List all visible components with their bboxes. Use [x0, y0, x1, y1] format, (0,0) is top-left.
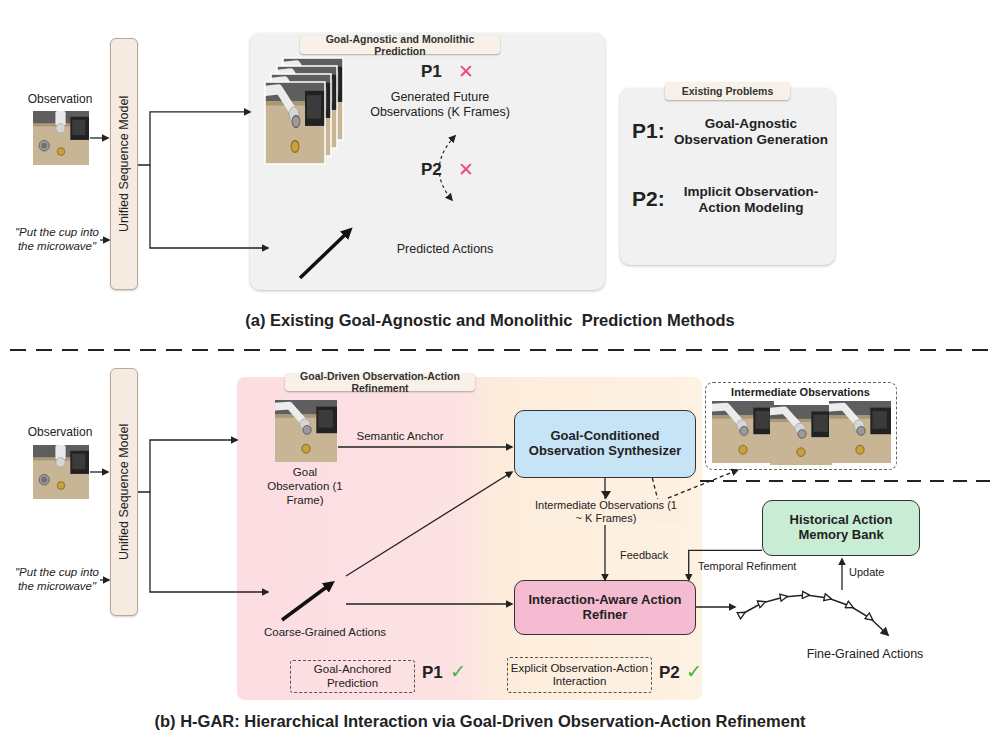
- node-title: Goal-Agnostic and Monolithic Prediction: [300, 36, 500, 54]
- node-text: P1:: [632, 116, 676, 146]
- node-title: Goal-Anchored Prediction: [291, 661, 414, 692]
- input-arrow: [90, 471, 108, 472]
- node-title: Existing Problems: [665, 82, 790, 100]
- image-group: Intermediate Observations: [705, 382, 897, 470]
- sub-caption: (a) Existing Goal-Agnostic and Monolithi…: [100, 311, 880, 331]
- frame-image: [271, 74, 331, 156]
- action-to-refiner: [346, 603, 512, 604]
- anchor-arrow: [338, 446, 512, 447]
- node-text: P2:: [632, 184, 676, 214]
- future-frame: [271, 74, 331, 156]
- connector-arrow: [604, 478, 605, 580]
- action-arrow: [282, 583, 332, 620]
- action-to-synthesizer: [346, 472, 512, 576]
- future-frame: [265, 82, 325, 164]
- branch-arrow: [150, 165, 268, 248]
- node-text: Goal-Agnostic Observation Generation: [672, 112, 830, 152]
- node-title: Explicit Observation-Action Interaction: [508, 658, 651, 692]
- goal-observation-image: [275, 400, 337, 462]
- frame-image: [277, 66, 337, 148]
- sub-caption: (b) H-GAR: Hierarchical Interaction via …: [80, 712, 880, 732]
- intermediate-frame: [829, 401, 891, 463]
- action-arrow: [300, 230, 350, 278]
- action-trajectory: [742, 595, 888, 635]
- observation-image: [33, 445, 89, 499]
- node-title: Goal-Driven Observation-Action Refinemen…: [285, 373, 475, 391]
- connector-arrow: [652, 470, 737, 502]
- method-panel: Goal-Driven Observation-Action Refinemen…: [237, 377, 702, 700]
- frame-border: [265, 82, 325, 164]
- intermediate-frame: [770, 405, 832, 465]
- memory-box: Historical Action Memory Bank: [762, 500, 920, 556]
- model-box: Unified Sequence Model: [110, 368, 138, 616]
- input-arrow: [100, 239, 109, 240]
- future-frame: [283, 58, 343, 140]
- node-title: Intermediate Observations: [706, 384, 895, 400]
- frame-border: [283, 58, 343, 140]
- frame-border: [271, 74, 331, 156]
- input-label: Observation: [20, 425, 100, 439]
- frame-border: [277, 66, 337, 148]
- process-box: Goal-Conditioned Observation Synthesizer: [514, 410, 696, 478]
- separator-line: [700, 480, 990, 482]
- frame-image: [265, 82, 325, 164]
- note-box: Goal-Anchored Prediction: [290, 660, 415, 693]
- prompt-text: "Put the cup into the microwave": [10, 226, 104, 254]
- node-title: Unified Sequence Model: [111, 369, 137, 615]
- connector-arrow: [689, 550, 762, 580]
- dashed-double-arrow: [439, 136, 455, 200]
- method-panel: Goal-Agnostic and Monolithic Prediction: [250, 33, 605, 290]
- note-box: Explicit Observation-Action Interaction: [507, 657, 652, 693]
- edge-label: Temporal Refinment: [698, 560, 828, 573]
- observation-image: [33, 111, 89, 165]
- frame-image: [283, 58, 343, 140]
- future-frame: [277, 66, 337, 148]
- arrow-head: [601, 491, 611, 499]
- prompt-text: "Put the cup into the microwave": [10, 566, 104, 594]
- node-text: Implicit Observation-Action Modeling: [672, 180, 830, 220]
- input-label: Observation: [20, 92, 100, 106]
- connector-arrow: [138, 112, 250, 165]
- connector-arrow: [138, 440, 237, 492]
- node-title: Goal-Conditioned Observation Synthesizer: [515, 411, 695, 477]
- arrow-label: Update: [849, 566, 884, 579]
- input-arrow: [90, 137, 108, 138]
- intermediate-frame: [712, 401, 774, 463]
- output-label: Fine-Grained Actions: [790, 647, 940, 662]
- node-title: Unified Sequence Model: [111, 39, 137, 289]
- node-title: Historical Action Memory Bank: [763, 501, 919, 555]
- output-arrow: [696, 606, 735, 607]
- model-box: Unified Sequence Model: [110, 38, 138, 290]
- branch-arrow: [150, 492, 268, 592]
- separator-line: [10, 349, 990, 351]
- problems-panel: Existing ProblemsP1:Goal-Agnostic Observ…: [620, 88, 835, 265]
- update-arrow: [841, 559, 842, 590]
- node-title: Interaction-Aware Action Refiner: [515, 581, 695, 634]
- input-arrow: [100, 579, 109, 580]
- process-box: Interaction-Aware Action Refiner: [514, 580, 696, 635]
